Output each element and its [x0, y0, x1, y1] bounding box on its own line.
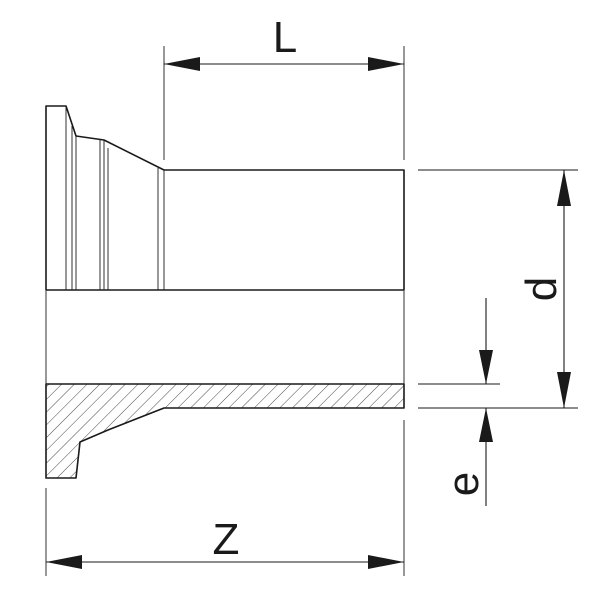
dimension-l: L [164, 13, 404, 71]
dimension-label-z: Z [213, 515, 240, 564]
dimension-d: d [517, 170, 571, 408]
dimension-z: Z [46, 515, 404, 569]
part-section-lower [45, 290, 405, 479]
dimension-label-l: L [273, 13, 297, 62]
part-outline-upper [45, 105, 405, 291]
dimension-label-d: d [517, 277, 566, 301]
extension-lines [45, 46, 578, 576]
dimension-e: e [439, 298, 493, 506]
dimension-label-e: e [439, 472, 488, 496]
